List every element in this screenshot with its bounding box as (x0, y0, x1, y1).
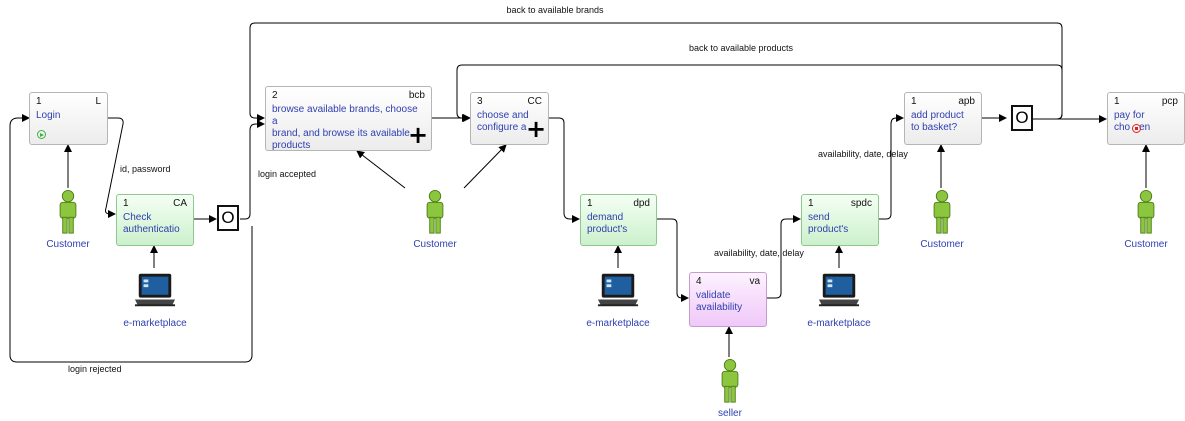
task-title-line2: to basket? (911, 122, 958, 133)
task-code: dpd (633, 198, 650, 209)
task-send-product[interactable]: 1 spdc send product's (801, 194, 879, 246)
task-title-line1: add product (911, 110, 964, 121)
task-number: 1 (587, 198, 593, 209)
edge-login-accepted (240, 120, 265, 220)
task-title-part: en (1139, 122, 1151, 133)
edge-demand-validate (657, 218, 689, 302)
task-title-line3: products (272, 140, 311, 151)
edge-login-rejected (9, 114, 253, 363)
task-title-line2: product's (808, 224, 849, 235)
system-label-e-marketplace: e-marketplace (123, 318, 187, 329)
task-code: CC (527, 96, 542, 107)
task-title-line1: Check (123, 212, 152, 223)
task-number: 1 (1114, 96, 1120, 107)
task-title-line1: demand (587, 212, 624, 223)
actor-label-customer: Customer (413, 239, 457, 250)
edge-send-add (879, 114, 904, 220)
start-icon (37, 130, 46, 139)
label-availability-2: availability, date, delay (714, 248, 804, 258)
task-validate-availability[interactable]: 4 va validate availability (689, 272, 767, 327)
task-title-line2: product's (587, 224, 628, 235)
task-browse-brands[interactable]: 2 bcb browse available brands, choose a b… (265, 86, 432, 151)
task-title: Login (36, 110, 61, 121)
task-title-line1: validate (696, 290, 731, 301)
task-check-authentication[interactable]: 1 CA Check authenticatio (116, 194, 194, 246)
task-title-line1: browse available brands, choose a (272, 104, 418, 127)
subprocess-plus-icon[interactable]: + (408, 121, 429, 149)
laptop-icon (597, 273, 639, 307)
task-title-line2: configure a (477, 122, 527, 133)
task-code: spdc (850, 198, 872, 209)
task-login[interactable]: 1 L Login (29, 92, 108, 145)
laptop-icon (818, 273, 860, 307)
task-title-part: cho (1114, 122, 1131, 133)
link-customer2-choose (463, 144, 507, 189)
task-number: 1 (808, 198, 814, 209)
label-back-to-products: back to available products (689, 43, 794, 53)
task-add-to-basket[interactable]: 1 apb add product to basket? (904, 92, 982, 145)
task-title-line2: brand, and browse its available (272, 128, 410, 139)
customer-actor-icon (1137, 190, 1155, 234)
actor-label-customer: Customer (1124, 239, 1168, 250)
link-customer2-browse (356, 150, 406, 189)
customer-actor-icon (59, 190, 77, 234)
label-login-accepted: login accepted (258, 169, 316, 179)
system-label-e-marketplace: e-marketplace (807, 318, 871, 329)
edge-id-password (105, 117, 124, 218)
label-back-to-brands: back to available brands (506, 5, 604, 15)
task-code: pcp (1161, 96, 1178, 107)
task-number: 2 (272, 90, 278, 101)
actor-label-customer: Customer (920, 239, 964, 250)
task-number: 1 (123, 198, 129, 209)
customer-actor-icon (426, 190, 444, 234)
task-title-line2: authenticatio (123, 224, 180, 235)
customer-actor-icon (933, 190, 951, 234)
task-code: CA (173, 198, 187, 209)
task-code: bcb (408, 90, 425, 101)
task-demand-product[interactable]: 1 dpd demand product's (580, 194, 657, 246)
seller-actor-icon (721, 359, 739, 403)
edge-choose-demand (549, 117, 580, 223)
label-availability-1: availability, date, delay (818, 149, 908, 159)
label-id-password: id, password (120, 164, 171, 174)
task-code: apb (958, 96, 975, 107)
subprocess-plus-icon[interactable]: + (526, 115, 547, 143)
task-number: 1 (911, 96, 917, 107)
task-choose-configure[interactable]: 3 CC choose and configure a + (470, 92, 549, 145)
actor-label-seller: seller (718, 408, 742, 419)
laptop-icon (134, 273, 176, 307)
task-number: 1 (36, 96, 42, 107)
task-code: L (95, 96, 101, 107)
task-title-line1: send (808, 212, 830, 223)
edge-validate-send (767, 215, 801, 299)
task-title-line1: choose and (477, 110, 529, 121)
task-number: 4 (696, 276, 702, 287)
gateway-or[interactable]: O (217, 205, 239, 231)
system-label-e-marketplace: e-marketplace (586, 318, 650, 329)
task-number: 3 (477, 96, 483, 107)
label-login-rejected: login rejected (68, 364, 122, 374)
task-title-line1: pay for (1114, 110, 1145, 121)
task-code: va (749, 276, 760, 287)
gateway-or[interactable]: O (1011, 105, 1033, 131)
stop-icon (1132, 124, 1141, 133)
task-title-line2: availability (696, 302, 743, 313)
edge-back-to-products (456, 64, 1063, 122)
actor-label-customer: Customer (46, 239, 90, 250)
